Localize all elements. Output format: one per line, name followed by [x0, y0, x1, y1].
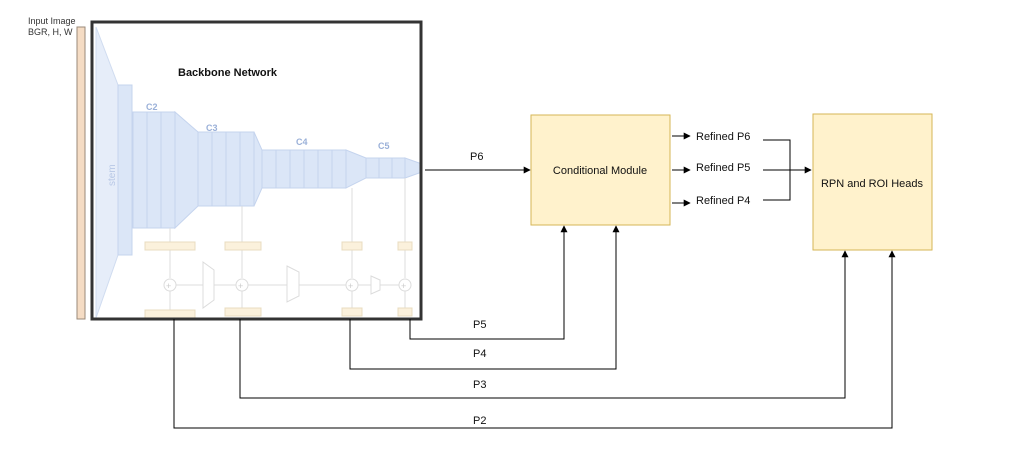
edge-p5-label: P5: [473, 319, 486, 331]
svg-text:+: +: [238, 281, 243, 291]
refined-merge-connector: [763, 139, 812, 201]
svg-text:+: +: [166, 281, 171, 291]
input-shape-label: BGR, H, W: [28, 27, 73, 37]
backbone-title: Backbone Network: [178, 67, 278, 79]
conditional-module-box: [530, 114, 671, 226]
edge-p3-label: P3: [473, 379, 486, 391]
backbone-frame: [90, 20, 423, 321]
stage-c2-label: C2: [146, 102, 158, 112]
fpn-path: [169, 178, 406, 310]
edge-p5: [409, 225, 568, 340]
stage-c4-label: C4: [296, 137, 308, 147]
svg-text:+: +: [401, 281, 406, 291]
edge-p4-label: P4: [473, 348, 486, 360]
edge-p2-label: P2: [473, 415, 486, 427]
backbone-network: stem C2 C3 C4 C5: [90, 20, 423, 321]
edge-p2: [173, 250, 896, 429]
conditional-module-label: Conditional Module: [553, 165, 647, 177]
edge-p6-label: P6: [470, 151, 483, 163]
refined-p4-label: Refined P4: [696, 195, 750, 207]
stage-c5-label: C5: [378, 141, 390, 151]
rpn-roi-heads-box: [812, 113, 933, 251]
stem-label: stem: [107, 164, 118, 186]
svg-text:+: +: [348, 281, 353, 291]
stage-c3-label: C3: [206, 123, 218, 133]
input-image-label: Input Image: [28, 16, 76, 26]
edge-p3: [239, 250, 849, 399]
refined-p5-label: Refined P5: [696, 162, 750, 174]
rpn-roi-heads-label: RPN and ROI Heads: [821, 178, 924, 190]
refined-p6-label: Refined P6: [696, 131, 750, 143]
edge-p4: [349, 225, 620, 370]
input-image-bar: [76, 26, 86, 320]
